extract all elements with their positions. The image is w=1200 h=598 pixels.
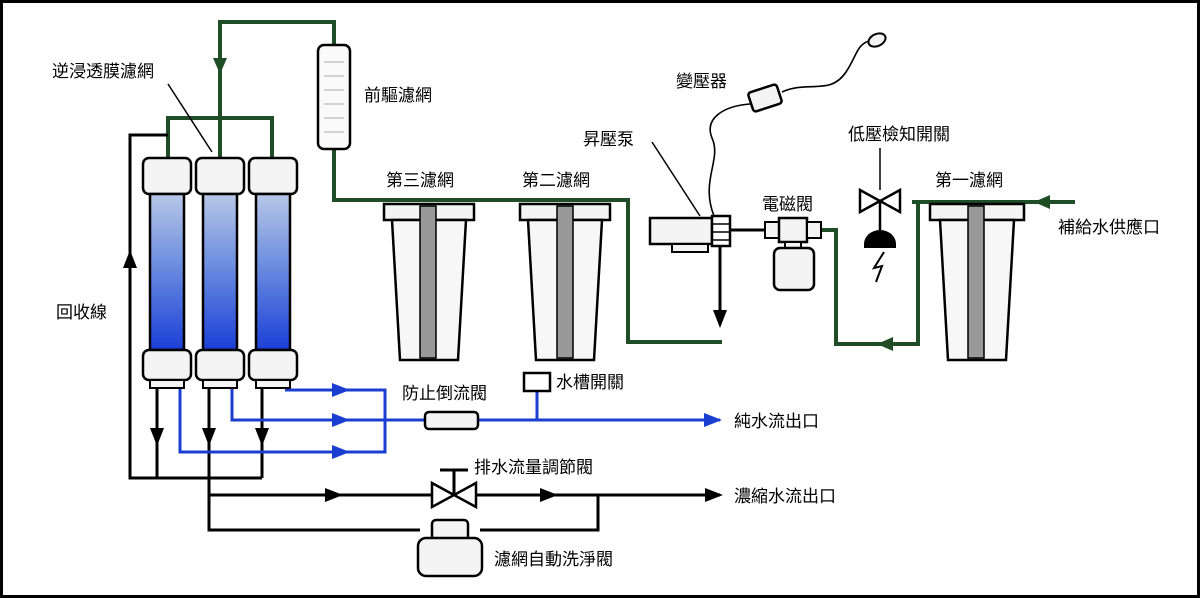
drain-arrow <box>150 428 164 446</box>
label-leader <box>167 83 213 153</box>
label-return-line: 回收線 <box>56 303 107 323</box>
label-flush-valve: 濾網自動洗淨閥 <box>494 550 613 570</box>
check-valve-symbol <box>423 410 480 431</box>
pre-filter-symbol <box>316 43 352 151</box>
solenoid-valve-symbol <box>764 216 822 292</box>
label-third-filter: 第三濾網 <box>386 171 454 191</box>
return-arrow <box>123 250 137 268</box>
drain-line <box>207 468 720 532</box>
label-check-valve: 防止倒流閥 <box>402 384 487 404</box>
feed-arrow <box>213 58 227 74</box>
low-pressure-switch-symbol <box>858 187 902 283</box>
ro-membrane-vessel <box>247 156 299 389</box>
ro-membrane-vessel <box>194 156 246 389</box>
pure-arrow <box>332 445 350 459</box>
concentrate-arrow <box>705 488 723 502</box>
label-first-filter: 第一濾網 <box>935 171 1003 191</box>
booster-pump-symbol <box>648 214 732 253</box>
label-tank-switch: 水槽開關 <box>556 373 624 393</box>
pure-arrow <box>332 383 350 397</box>
third-filter-symbol <box>382 202 476 362</box>
feed-arrow <box>1034 195 1050 209</box>
label-drain-valve: 排水流量調節閥 <box>474 458 593 478</box>
label-pure-outlet: 純水流出口 <box>734 412 819 432</box>
drain-valve-symbol <box>430 480 478 510</box>
second-filter-symbol <box>518 202 612 362</box>
label-concentrate-outlet: 濃縮水流出口 <box>734 487 836 507</box>
first-filter-symbol <box>928 202 1026 362</box>
label-low-pressure-switch: 低壓檢知開關 <box>848 125 950 145</box>
label-pre-filter: 前驅濾網 <box>364 86 432 106</box>
feed-line <box>166 20 1075 346</box>
feed-arrow <box>877 337 893 351</box>
flow-arrow <box>325 488 343 502</box>
label-leader <box>651 141 701 217</box>
label-booster-pump: 昇壓泵 <box>583 130 634 150</box>
drain-arrow <box>202 428 216 446</box>
label-transformer: 變壓器 <box>676 72 727 92</box>
tank-switch-symbol <box>522 371 552 393</box>
flush-valve-symbol <box>416 518 484 578</box>
label-second-filter: 第二濾網 <box>522 171 590 191</box>
label-solenoid-valve: 電磁閥 <box>762 195 813 215</box>
pure-arrow <box>704 413 722 427</box>
label-supply-inlet: 補給水供應口 <box>1058 217 1160 238</box>
transformer-symbol <box>708 32 887 217</box>
ro-membranes <box>141 156 299 389</box>
pure-arrow <box>332 413 350 427</box>
flow-arrow <box>540 488 558 502</box>
flow-arrow <box>713 310 727 328</box>
label-ro-membrane: 逆浸透膜濾網 <box>52 62 154 82</box>
ro-membrane-vessel <box>141 156 193 389</box>
pure-water-line <box>178 385 720 454</box>
drain-arrow <box>255 428 269 446</box>
